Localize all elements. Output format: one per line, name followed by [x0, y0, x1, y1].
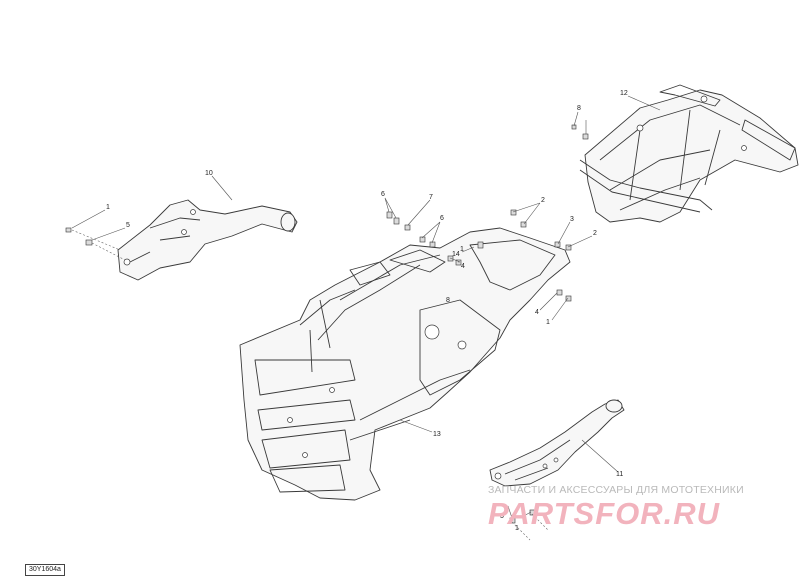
callout-6-a: 6	[381, 191, 385, 198]
part-10-front-arm	[117, 199, 298, 281]
callout-1-left: 1	[106, 204, 110, 211]
callout-8-top: 8	[577, 105, 581, 112]
callout-5-bottom: 5	[500, 513, 504, 520]
callout-13: 13	[433, 431, 441, 438]
callout-6-b: 6	[440, 215, 444, 222]
callout-4-mid: 4	[461, 263, 465, 270]
callout-1-mid: 1	[460, 246, 464, 253]
callout-12: 12	[620, 90, 628, 97]
part-12-rear-subframe	[579, 84, 799, 223]
callout-2-top: 2	[541, 197, 545, 204]
callout-11: 11	[616, 471, 623, 478]
callout-2-right: 2	[593, 230, 597, 237]
callout-4-right: 4	[535, 309, 539, 316]
watermark-logo: PARTSFOR.RU	[488, 496, 721, 531]
figure-code-label: 30Y1604a	[25, 564, 65, 576]
callout-10: 10	[205, 170, 213, 177]
callout-8-mid: 8	[446, 297, 450, 304]
callout-1-bottom: 1	[515, 525, 519, 532]
callout-1-right: 1	[546, 319, 550, 326]
callout-labels: 10 1 5 6 7 6 14 1 4 2 3 2 4 1 8 8 12 13 …	[106, 90, 628, 532]
callout-3: 3	[570, 216, 574, 223]
watermark-subtitle: ЗАПЧАСТИ И АКСЕССУАРЫ ДЛЯ МОТОТЕХНИКИ	[488, 484, 744, 496]
callout-7: 7	[429, 194, 433, 201]
part-11-front-arm	[489, 399, 625, 487]
callout-5-left: 5	[126, 222, 130, 229]
callout-14: 14	[452, 251, 460, 258]
part-13-main-frame	[239, 227, 571, 501]
leader-lines	[71, 95, 661, 541]
